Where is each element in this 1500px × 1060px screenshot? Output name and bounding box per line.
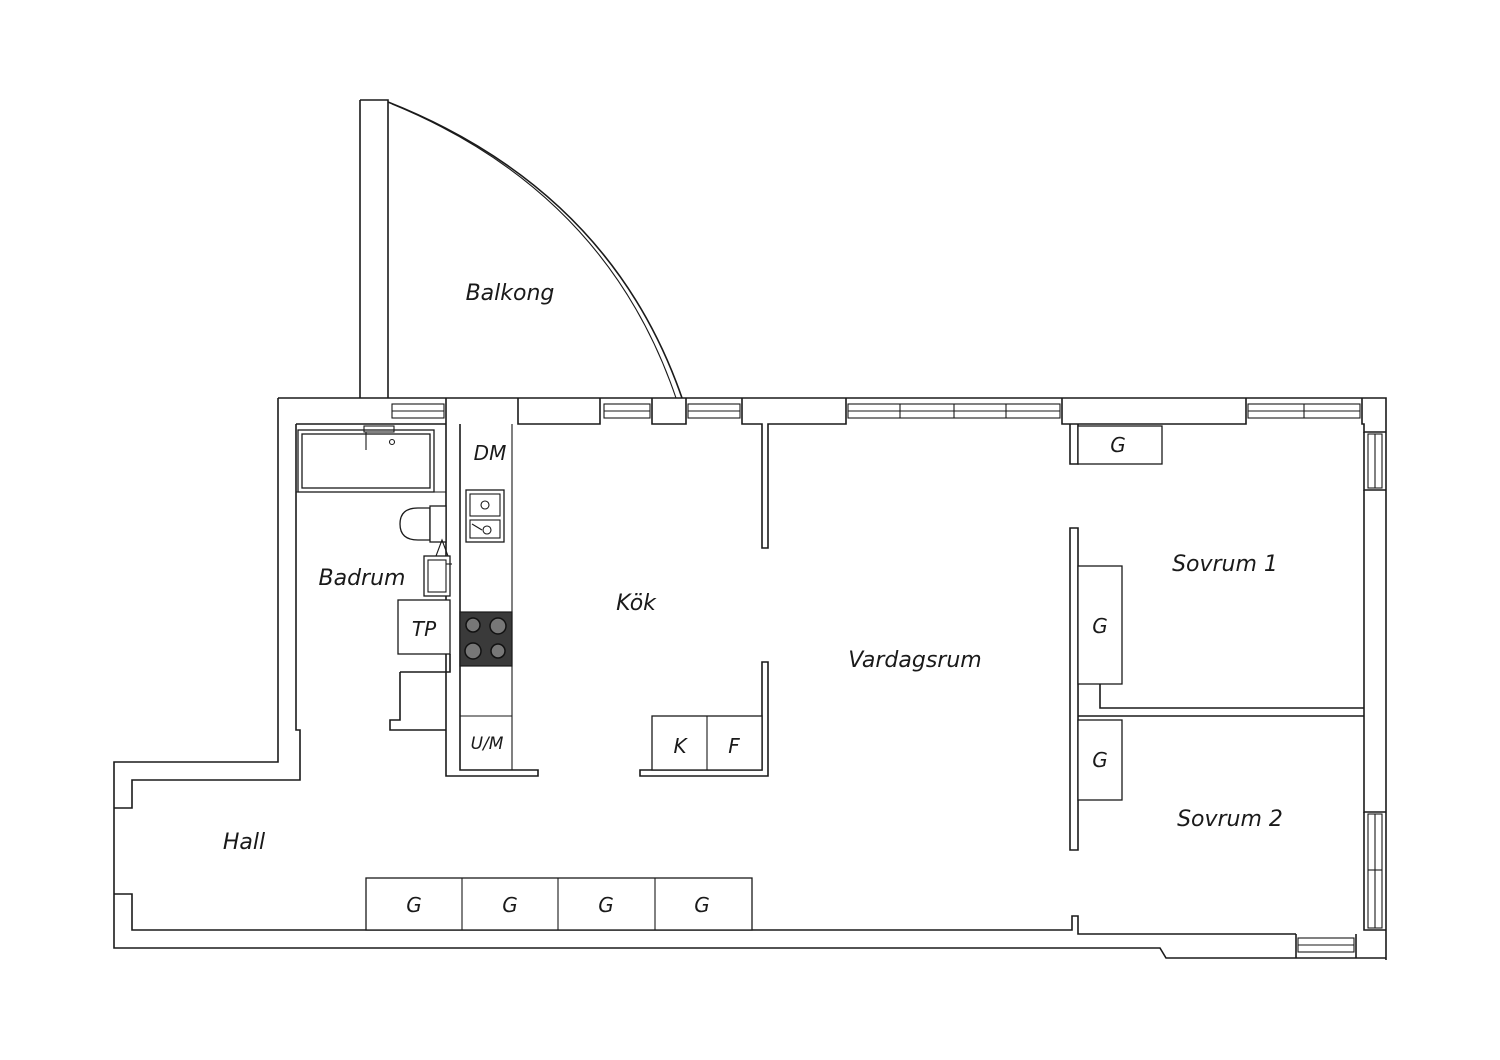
window-kitchen-1: [603, 403, 651, 419]
wardrobe-label: G: [502, 893, 518, 917]
windows: [391, 403, 1383, 953]
room-label-balkong: Balkong: [466, 281, 555, 306]
bathtub: [297, 425, 435, 493]
room-labels: Balkong Badrum Kök Vardagsrum Sovrum 1 S…: [223, 281, 1283, 855]
stove: [459, 611, 513, 667]
wardrobes-hall: G G G G: [365, 877, 753, 931]
room-label-hall: Hall: [223, 830, 265, 855]
room-label-kok: Kök: [616, 591, 657, 616]
wardrobe-bedroom2: G: [1077, 719, 1123, 801]
window-bedroom2-side: [1367, 813, 1383, 929]
fridge-freezer: K F: [651, 715, 763, 771]
sink: [465, 489, 505, 543]
room-label-vardagsrum: Vardagsrum: [848, 648, 981, 673]
washer-label: TP: [412, 617, 437, 641]
oven-label: U/M: [471, 734, 504, 754]
kitchen-counter: DM U/M: [459, 424, 513, 770]
balcony-door-swing: [387, 101, 683, 399]
washbasin: [423, 538, 452, 597]
window-bathroom: [391, 403, 445, 419]
wardrobe-bedroom1-top: G: [1077, 425, 1163, 465]
wardrobe-label: G: [1110, 433, 1126, 457]
window-bedroom2-bottom: [1297, 937, 1355, 953]
fridge-label: K: [673, 734, 688, 758]
window-bedroom1-top: [1247, 403, 1361, 419]
window-living: [847, 403, 1061, 419]
window-bedroom1-side: [1367, 433, 1383, 489]
wardrobe-label: G: [1092, 614, 1108, 638]
room-label-badrum: Badrum: [319, 566, 406, 591]
wardrobe-label: G: [406, 893, 422, 917]
toilet: [399, 505, 447, 543]
wardrobe-label: G: [598, 893, 614, 917]
wardrobe-label: G: [694, 893, 710, 917]
wardrobe-label: G: [1092, 748, 1108, 772]
freezer-label: F: [728, 734, 740, 758]
outer-walls: [113, 99, 1387, 960]
wardrobe-bedroom1-side: G: [1077, 565, 1123, 685]
room-label-sovrum-1: Sovrum 1: [1172, 552, 1278, 577]
window-kitchen-2: [687, 403, 741, 419]
washing-machine: TP: [397, 599, 451, 655]
room-label-sovrum-2: Sovrum 2: [1177, 807, 1283, 832]
dishwasher-label: DM: [474, 441, 507, 465]
interior-walls: [389, 424, 1364, 851]
